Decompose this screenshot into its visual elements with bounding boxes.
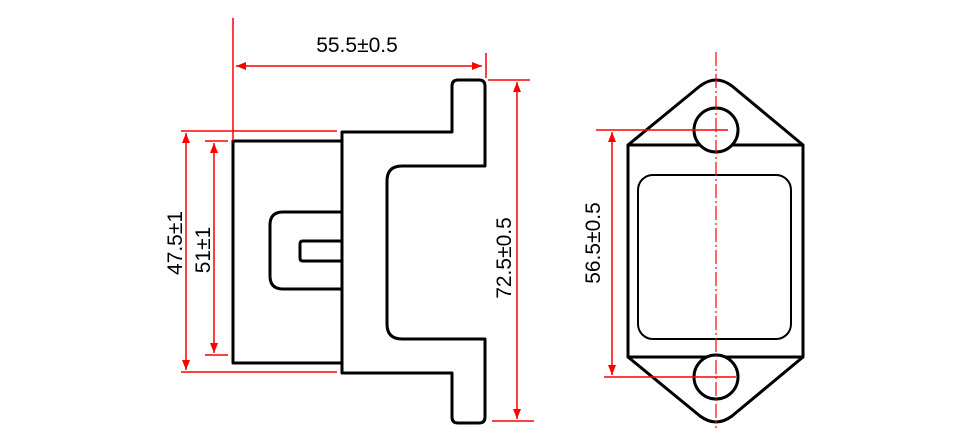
housing-front-block [231, 139, 344, 365]
width-dimension-label: 55.5±0.5 [316, 34, 398, 57]
front-window [637, 174, 792, 340]
flange-height-label: 72.5±0.5 [493, 217, 516, 299]
side-view [231, 78, 487, 425]
front-view [626, 52, 805, 428]
side-view-dimensions: 55.5±0.5 47.5±1 51±1 72.5±0.5 [164, 18, 534, 422]
inner-u-channel [268, 210, 342, 291]
flange-body [340, 78, 487, 425]
slot [298, 239, 342, 263]
inner-height-label: 51±1 [192, 227, 215, 274]
outer-height-label: 47.5±1 [164, 211, 187, 275]
hole-spacing-label: 56.5±0.5 [582, 202, 605, 284]
front-view-dimensions: 56.5±0.5 [582, 129, 736, 378]
